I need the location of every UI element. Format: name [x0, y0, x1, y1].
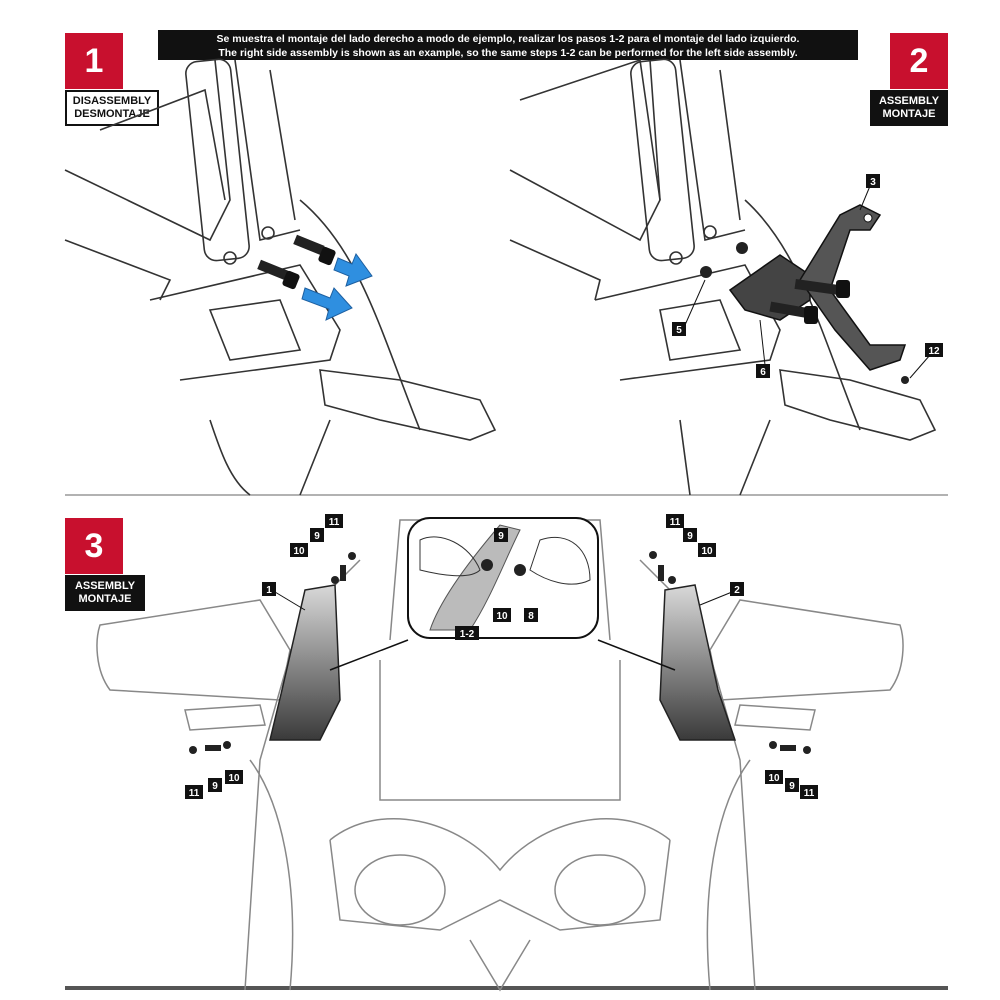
- step-1-label-es: DESMONTAJE: [74, 108, 150, 120]
- banner-text-es: Se muestra el montaje del lado derecho a…: [216, 33, 800, 45]
- callout-9: 9: [494, 528, 508, 542]
- svg-text:1: 1: [266, 585, 272, 596]
- left-wind-deflector: [269, 584, 341, 741]
- screw-icon: [257, 259, 300, 290]
- svg-text:11: 11: [329, 517, 340, 528]
- svg-text:9: 9: [687, 531, 693, 542]
- callout-1: 1: [262, 582, 276, 596]
- svg-text:6: 6: [760, 367, 766, 378]
- callout-3: 3: [866, 174, 880, 188]
- step-3-label-es: MONTAJE: [78, 593, 132, 605]
- svg-text:10: 10: [228, 773, 240, 784]
- panel-1-drawing: [64, 58, 497, 496]
- step-2-label-es: MONTAJE: [882, 108, 936, 120]
- step-2-label-en: ASSEMBLY: [878, 95, 940, 107]
- callout-9: 9: [683, 528, 697, 542]
- svg-text:3: 3: [870, 177, 876, 188]
- callout-2: 2: [730, 582, 744, 596]
- banner-text-en: The right side assembly is shown as an e…: [218, 47, 798, 59]
- instruction-banner: Se muestra el montaje del lado derecho a…: [158, 30, 858, 60]
- callout-9: 9: [208, 778, 222, 792]
- svg-text:2: 2: [734, 585, 740, 596]
- callout-11: 11: [185, 785, 203, 799]
- right-wind-deflector: [659, 584, 737, 741]
- callout-12: 12: [925, 343, 943, 357]
- step-1-number: 1: [65, 33, 123, 89]
- step-2-label: ASSEMBLY MONTAJE: [870, 90, 948, 126]
- callout-9: 9: [310, 528, 324, 542]
- svg-text:11: 11: [189, 788, 200, 799]
- svg-text:11: 11: [670, 517, 681, 528]
- callout-leaders: [274, 185, 931, 611]
- svg-text:10: 10: [293, 546, 305, 557]
- screw-icon: [293, 234, 336, 266]
- callout-1-2: 1-2: [455, 626, 479, 640]
- svg-text:9: 9: [498, 531, 504, 542]
- callout-10: 10: [290, 543, 308, 557]
- step-3-label-en: ASSEMBLY: [74, 580, 136, 592]
- svg-text:11: 11: [804, 788, 815, 799]
- svg-text:5: 5: [676, 325, 682, 336]
- callout-tags: 3 5 6 12 1 2 11 9 10 11 9 10 9 10 8 1-2 …: [185, 174, 943, 799]
- washer-icon: [700, 266, 712, 278]
- step-3-label: ASSEMBLY MONTAJE: [65, 575, 145, 611]
- washer-icon: [736, 242, 748, 254]
- callout-11: 11: [325, 514, 343, 528]
- svg-text:9: 9: [212, 781, 218, 792]
- step-1-label: DISASSEMBLY DESMONTAJE: [65, 90, 159, 126]
- callout-10: 10: [225, 770, 243, 784]
- callout-11: 11: [800, 785, 818, 799]
- svg-text:9: 9: [314, 531, 320, 542]
- callout-10: 10: [493, 608, 511, 622]
- nut-icon: [901, 376, 909, 384]
- callout-11: 11: [666, 514, 684, 528]
- svg-text:10: 10: [701, 546, 713, 557]
- svg-text:10: 10: [496, 611, 508, 622]
- callout-9: 9: [785, 778, 799, 792]
- svg-text:9: 9: [789, 781, 795, 792]
- arrow-right-icon: [301, 287, 353, 321]
- step-3-number: 3: [65, 518, 123, 574]
- callout-10: 10: [765, 770, 783, 784]
- svg-text:8: 8: [528, 611, 534, 622]
- step-2-number: 2: [890, 33, 948, 89]
- panel-2-drawing: [509, 58, 937, 496]
- screw-icon: [794, 278, 850, 298]
- inset-detail: [329, 517, 676, 671]
- arrow-right-icon: [333, 252, 373, 287]
- hardware-icons: [189, 551, 811, 754]
- svg-text:12: 12: [928, 346, 940, 357]
- svg-text:1-2: 1-2: [460, 629, 475, 640]
- screw-icon: [769, 301, 818, 324]
- callout-6: 6: [756, 364, 770, 378]
- callout-5: 5: [672, 322, 686, 336]
- callout-10: 10: [698, 543, 716, 557]
- svg-text:10: 10: [768, 773, 780, 784]
- callout-8: 8: [524, 608, 538, 622]
- step-1-label-en: DISASSEMBLY: [72, 95, 152, 107]
